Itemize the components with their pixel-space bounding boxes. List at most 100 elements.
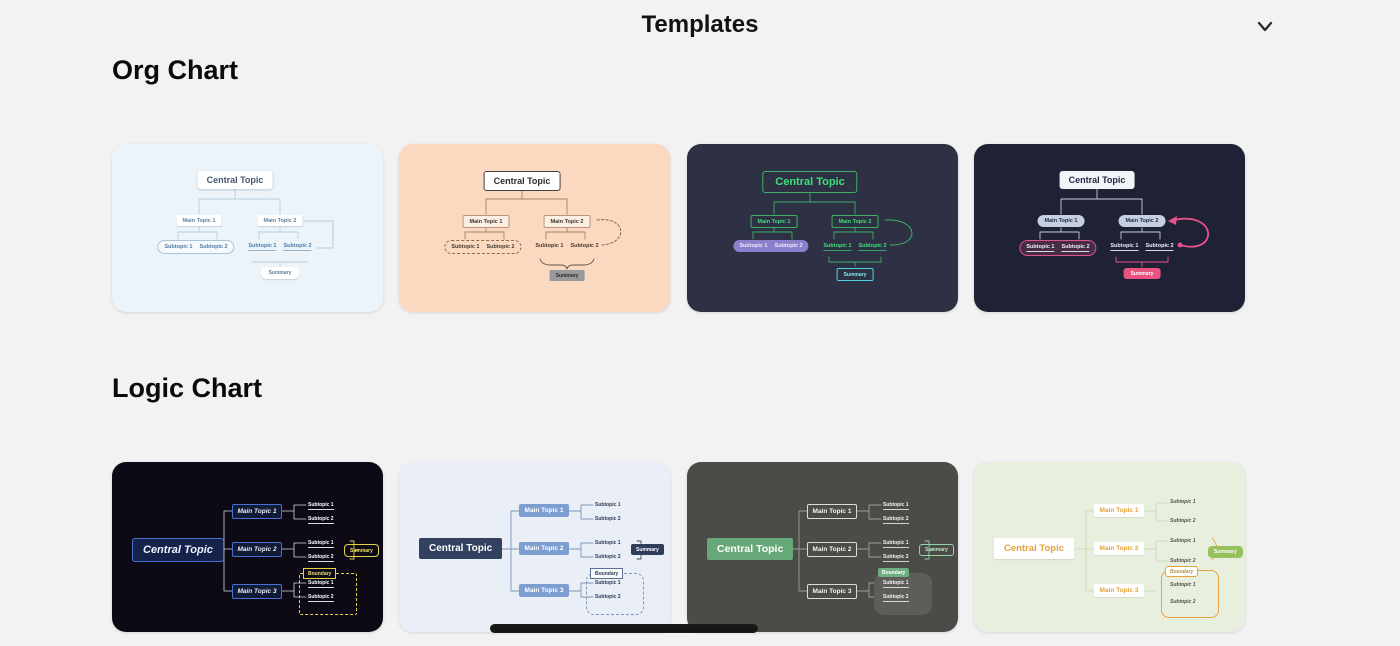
central-topic-node: Central Topic: [483, 171, 561, 191]
subtopic-label: Subtopic 1: [595, 580, 621, 586]
subtopic-label: Subtopic 1: [535, 243, 564, 249]
boundary-label: Boundary: [303, 568, 337, 579]
subtopic-label: Subtopic 2: [1170, 518, 1196, 524]
template-card-logic-4[interactable]: Central Topic Main Topic 1 Main Topic 2 …: [974, 462, 1245, 632]
main-topic-node: Main Topic 2: [543, 215, 591, 228]
subtopic-label: Subtopic 2: [308, 594, 334, 602]
template-card-org-4[interactable]: Central Topic Main Topic 1 Main Topic 2 …: [974, 144, 1245, 312]
main-topic-node: Main Topic 2: [1118, 215, 1166, 227]
subtopic-group: Subtopic 1 Subtopic 2: [817, 240, 892, 254]
summary-node: Summary: [836, 268, 874, 281]
summary-node: Summary: [344, 544, 379, 557]
boundary-label: Boundary: [878, 568, 910, 577]
template-card-org-1[interactable]: Central Topic Main Topic 1 Main Topic 2 …: [112, 144, 383, 312]
central-topic-node: Central Topic: [994, 538, 1074, 559]
connector-lines: [464, 188, 622, 270]
summary-node: Summary: [1208, 546, 1243, 558]
central-topic-node: Central Topic: [197, 171, 273, 189]
subtopic-label: Subtopic 2: [595, 594, 621, 600]
subtopic-label: Subtopic 1: [595, 502, 621, 508]
subtopic-label: Subtopic 1: [248, 243, 277, 251]
subtopic-label: Subtopic 2: [570, 243, 599, 249]
template-card-logic-2[interactable]: Central Topic Main Topic 1 Main Topic 2 …: [399, 462, 670, 632]
subtopic-label: Subtopic 1: [308, 580, 334, 588]
subtopic-label: Subtopic 2: [308, 516, 334, 524]
subtopic-boundary-group: Subtopic 1 Subtopic 2: [444, 240, 522, 254]
main-topic-node: Main Topic 2: [232, 542, 282, 557]
template-card-org-3[interactable]: Central Topic Main Topic 1 Main Topic 2 …: [687, 144, 958, 312]
subtopic-group: Subtopic 1 Subtopic 2: [1104, 240, 1179, 254]
subtopic-label: Subtopic 1: [883, 502, 909, 510]
collapse-templates-button[interactable]: [1246, 10, 1284, 44]
subtopic-label: Subtopic 1: [451, 244, 480, 250]
connector-lines: [1063, 502, 1218, 592]
main-topic-node: Main Topic 2: [519, 542, 569, 555]
central-topic-node: Central Topic: [419, 538, 503, 559]
subtopic-label: Subtopic 2: [595, 516, 621, 522]
boundary-label: Boundary: [590, 568, 624, 579]
subtopic-label: Subtopic 1: [308, 540, 334, 548]
page-title: Templates: [641, 11, 759, 38]
summary-node: Summary: [1123, 268, 1161, 279]
section-title-logic-chart: Logic Chart: [112, 373, 263, 403]
connector-lines: [1039, 188, 1209, 268]
subtopic-label: Subtopic 2: [308, 554, 334, 562]
subtopic-boundary-group: Subtopic 1 Subtopic 2: [157, 240, 235, 254]
subtopic-label: Subtopic 1: [823, 243, 852, 251]
subtopic-label: Subtopic 2: [1170, 558, 1196, 564]
subtopic-label: Subtopic 2: [595, 554, 621, 560]
central-topic-node: Central Topic: [762, 171, 858, 193]
summary-node: Summary: [919, 544, 954, 556]
summary-node: Summary: [260, 267, 300, 279]
main-topic-node: Main Topic 3: [232, 584, 282, 599]
main-topic-node: Main Topic 1: [462, 215, 510, 228]
main-topic-node: Main Topic 2: [807, 542, 857, 557]
subtopic-label: Subtopic 2: [883, 594, 909, 602]
subtopic-label: Subtopic 2: [883, 554, 909, 562]
main-topic-node: Main Topic 3: [519, 584, 569, 597]
subtopic-label: Subtopic 1: [1110, 243, 1139, 251]
subtopic-label: Subtopic 1: [883, 580, 909, 588]
template-card-logic-3[interactable]: Central Topic Main Topic 1 Main Topic 2 …: [687, 462, 958, 632]
summary-node: Summary: [631, 544, 664, 555]
horizontal-scrollbar-thumb[interactable]: [490, 624, 758, 633]
subtopic-label: Subtopic 1: [1026, 244, 1055, 252]
subtopic-label: Subtopic 1: [1170, 582, 1196, 588]
main-topic-node: Main Topic 2: [1094, 542, 1144, 555]
subtopic-label: Subtopic 2: [774, 243, 803, 249]
subtopic-label: Subtopic 1: [739, 243, 768, 249]
central-topic-node: Central Topic: [132, 538, 224, 562]
central-topic-node: Central Topic: [707, 538, 794, 560]
central-topic-node: Central Topic: [1059, 171, 1135, 189]
subtopic-group: Subtopic 1 Subtopic 2: [529, 240, 604, 252]
main-topic-node: Main Topic 3: [1094, 584, 1144, 597]
subtopic-label: Subtopic 1: [308, 502, 334, 510]
summary-node: Summary: [549, 270, 585, 281]
subtopic-label: Subtopic 1: [1170, 538, 1196, 544]
boundary-outline: [1161, 570, 1219, 618]
template-card-logic-1[interactable]: Central Topic Main Topic 1 Main Topic 2 …: [112, 462, 383, 632]
subtopic-label: Subtopic 2: [883, 516, 909, 524]
subtopic-label: Subtopic 1: [595, 540, 621, 546]
subtopic-label: Subtopic 1: [1170, 499, 1196, 505]
subtopic-boundary-group: Subtopic 1 Subtopic 2: [1019, 240, 1097, 256]
main-topic-node: Main Topic 1: [519, 504, 569, 517]
boundary-label: Boundary: [1165, 566, 1199, 577]
subtopic-label: Subtopic 2: [1061, 244, 1090, 252]
subtopic-label: Subtopic 1: [883, 540, 909, 548]
boundary-outline: [874, 573, 932, 615]
template-card-org-2[interactable]: Central Topic Main Topic 1 Main Topic 2 …: [399, 144, 670, 312]
main-topic-node: Main Topic 1: [232, 504, 282, 519]
connector-lines: [177, 188, 334, 267]
subtopic-boundary-group: Subtopic 1 Subtopic 2: [733, 240, 809, 252]
section-title-org-chart: Org Chart: [112, 55, 239, 85]
main-topic-node: Main Topic 1: [807, 504, 857, 519]
subtopic-label: Subtopic 1: [164, 244, 193, 250]
subtopic-label: Subtopic 2: [1170, 599, 1196, 605]
main-topic-node: Main Topic 1: [176, 215, 222, 226]
main-topic-node: Main Topic 1: [1037, 215, 1085, 227]
subtopic-label: Subtopic 2: [199, 244, 228, 250]
subtopic-group: Subtopic 1 Subtopic 2: [242, 240, 317, 254]
subtopic-label: Subtopic 2: [858, 243, 887, 251]
connector-lines: [752, 192, 913, 267]
